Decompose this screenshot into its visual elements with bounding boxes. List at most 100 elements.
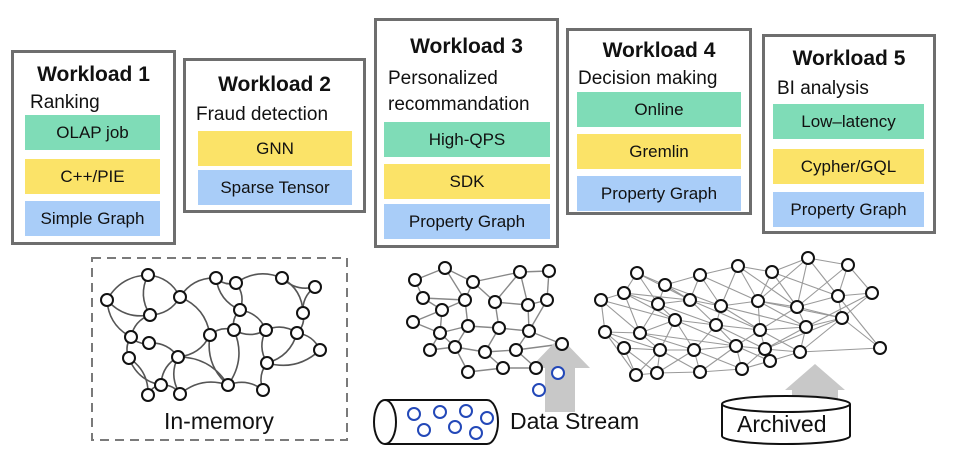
archived-graph-edge-58 — [771, 271, 839, 297]
stream-graph-node-4 — [542, 264, 556, 278]
workload-5-title: Workload 5 — [792, 47, 906, 70]
in-memory-edge-0 — [106, 274, 149, 301]
stream-graph-node-23 — [461, 365, 475, 379]
archived-graph-edge-9 — [720, 265, 739, 307]
in-memory-node-20 — [154, 378, 168, 392]
stream-tube-node-3 — [480, 411, 494, 425]
archived-graph-node-11 — [714, 299, 728, 313]
workload-3-tag-sdk: SDK — [384, 164, 550, 199]
stream-graph-node-11 — [406, 315, 420, 329]
workload-3-subtitle-line-1: Personalized — [388, 68, 498, 89]
in-memory-node-3 — [209, 271, 223, 285]
in-memory-dashed-frame — [91, 257, 348, 441]
stream-graph-node-9 — [521, 298, 535, 312]
in-memory-node-6 — [308, 280, 322, 294]
workload-5-tag-low-latency: Low–latency — [773, 104, 924, 139]
archived-graph-node-33 — [735, 362, 749, 376]
archived-graph-edge-63 — [623, 292, 676, 321]
archived-graph-node-23 — [617, 341, 631, 355]
archived-graph-node-8 — [617, 286, 631, 300]
stream-graph-node-1 — [438, 261, 452, 275]
stream-graph-node-20 — [555, 337, 569, 351]
archived-graph-edge-80 — [837, 295, 881, 349]
in-memory-node-24 — [173, 387, 187, 401]
archived-graph-edge-70 — [674, 319, 737, 347]
in-memory-node-14 — [290, 326, 304, 340]
archived-graph-node-29 — [873, 341, 887, 355]
workload-2-title: Workload 2 — [218, 73, 331, 96]
workload-2-tag-sparse-tensor: Sparse Tensor — [198, 170, 352, 205]
archived-graph-edge-73 — [639, 332, 695, 351]
archived-graph-node-2 — [693, 268, 707, 282]
workload-5-subtitle: BI analysis — [777, 78, 869, 99]
archived-graph-node-30 — [629, 368, 643, 382]
archived-label: Archived — [737, 411, 827, 437]
in-memory-node-21 — [221, 378, 235, 392]
archived-graph-node-21 — [799, 320, 813, 334]
archived-graph-node-18 — [668, 313, 682, 327]
stream-graph-node-3 — [513, 265, 527, 279]
archived-graph-edge-44 — [693, 345, 737, 351]
archived-graph-edge-11 — [796, 257, 809, 308]
archived-graph-edge-61 — [737, 265, 798, 308]
in-memory-node-16 — [171, 350, 185, 364]
workload-4-tag-gremlin: Gremlin — [577, 134, 741, 169]
archived-graph-node-27 — [758, 342, 772, 356]
archived-graph-node-5 — [801, 251, 815, 265]
workload-3-title: Workload 3 — [410, 35, 523, 58]
archived-graph-edge-62 — [807, 257, 839, 297]
archived-graph-edge-99 — [699, 345, 737, 373]
archived-graph-node-24 — [653, 343, 667, 357]
archived-graph-edge-25 — [720, 305, 761, 331]
stream-graph-node-8 — [435, 303, 449, 317]
stream-tube-node-1 — [433, 405, 447, 419]
in-memory-node-10 — [124, 330, 138, 344]
stream-graph-node-22 — [529, 361, 543, 375]
stream-graph-node-19 — [423, 343, 437, 357]
stream-graph-node-15 — [522, 324, 536, 338]
archived-graph-node-6 — [841, 258, 855, 272]
in-memory-node-11 — [203, 328, 217, 342]
archived-graph-node-7 — [594, 293, 608, 307]
in-memory-node-17 — [122, 351, 136, 365]
archived-graph-edge-41 — [841, 317, 881, 349]
archived-graph-edge-67 — [720, 305, 807, 328]
stream-graph-node-12 — [433, 326, 447, 340]
stream-graph-node-17 — [478, 345, 492, 359]
workload-1-tag-olap: OLAP job — [25, 115, 160, 150]
in-memory-edge-38 — [179, 381, 229, 395]
archived-graph-node-34 — [763, 354, 777, 368]
stream-graph-node-7 — [488, 295, 502, 309]
archived-graph-node-17 — [633, 326, 647, 340]
archived-graph-node-14 — [831, 289, 845, 303]
in-memory-node-19 — [260, 356, 274, 370]
workload-4-title: Workload 4 — [602, 39, 716, 62]
in-memory-edge-25 — [227, 329, 240, 386]
archived-graph-edge-72 — [799, 317, 843, 353]
stream-graph-node-13 — [461, 319, 475, 333]
stream-arrow-node-0 — [532, 383, 546, 397]
archived-graph-node-13 — [790, 300, 804, 314]
stream-tube-end — [373, 399, 397, 445]
stream-graph-node-2 — [466, 275, 480, 289]
stream-graph-node-10 — [540, 293, 554, 307]
in-memory-node-0 — [141, 268, 155, 282]
workload-1-subtitle: Ranking — [30, 92, 100, 113]
archived-graph-node-20 — [753, 323, 767, 337]
in-memory-node-15 — [142, 336, 156, 350]
archived-graph-node-3 — [731, 259, 745, 273]
stream-tube-node-2 — [459, 404, 473, 418]
stream-tube-node-0 — [407, 407, 421, 421]
archived-graph-edge-103 — [600, 299, 676, 321]
workload-5-tag-property-graph: Property Graph — [773, 192, 924, 227]
stream-arrow-node-1 — [551, 366, 565, 380]
archived-cylinder-top — [721, 395, 851, 413]
archived-graph-edge-53 — [656, 371, 701, 374]
archived-graph-node-15 — [865, 286, 879, 300]
in-memory-node-9 — [296, 306, 310, 320]
in-memory-edge-39 — [177, 356, 229, 386]
stream-graph-node-16 — [448, 340, 462, 354]
archived-graph-edge-94 — [764, 326, 807, 350]
stream-graph-node-21 — [496, 361, 510, 375]
in-memory-node-4 — [229, 276, 243, 290]
